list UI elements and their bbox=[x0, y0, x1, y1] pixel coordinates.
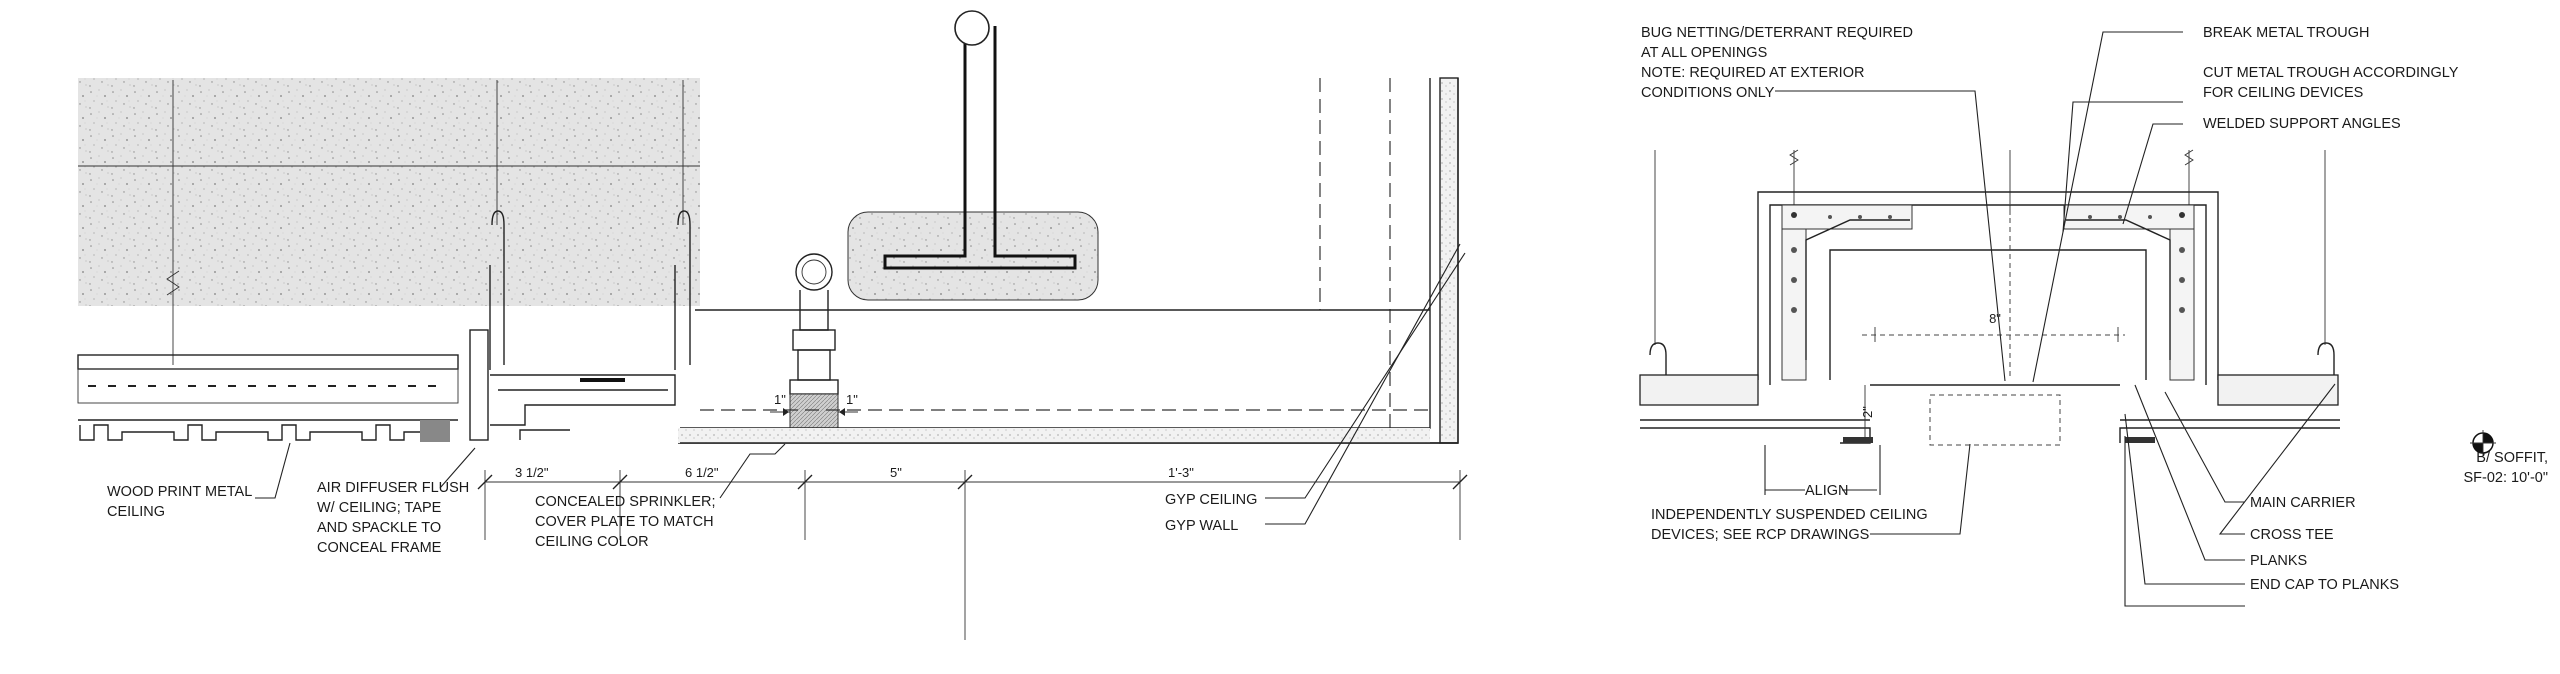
right-hanger-wires bbox=[1654, 149, 2326, 345]
label-main-carrier: MAIN CARRIER bbox=[2250, 495, 2356, 511]
dim-5-text: 5" bbox=[890, 465, 902, 480]
left-detail: 1" 1" 3 1/2" 6 1/2" 5" 1'-3" WOO bbox=[77, 10, 1468, 640]
section-marker bbox=[954, 10, 990, 46]
label-wood-print-1: WOOD PRINT METAL bbox=[107, 484, 252, 500]
label-cross-tee: CROSS TEE bbox=[2250, 527, 2334, 543]
gap-dimensions: 1" 1" bbox=[770, 392, 858, 416]
label-wood-print-2: CEILING bbox=[107, 504, 165, 520]
label-cut-metal-2: FOR CEILING DEVICES bbox=[2203, 85, 2363, 101]
label-independent-1: INDEPENDENTLY SUSPENDED CEILING bbox=[1651, 507, 1928, 523]
label-welded: WELDED SUPPORT ANGLES bbox=[2203, 116, 2401, 132]
dim-1-3-text: 1'-3" bbox=[1168, 465, 1194, 480]
soffit-marker bbox=[2470, 430, 2496, 456]
dim-6-5-text: 6 1/2" bbox=[685, 465, 719, 480]
label-gyp-ceiling: GYP CEILING bbox=[1165, 492, 1257, 508]
dimension-string: 3 1/2" 6 1/2" 5" 1'-3" bbox=[477, 465, 1468, 640]
label-align: ALIGN bbox=[1805, 483, 1849, 499]
label-bug-netting-1: BUG NETTING/DETERRANT REQUIRED bbox=[1641, 25, 1913, 41]
hanger-wires bbox=[166, 80, 684, 365]
label-bug-netting-4: CONDITIONS ONLY bbox=[1641, 85, 1775, 101]
wall-framing bbox=[678, 77, 1459, 444]
label-gyp-wall: GYP WALL bbox=[1165, 518, 1238, 534]
break-metal-trough bbox=[1757, 191, 2219, 385]
dim-2-text: 2" bbox=[1860, 406, 1875, 418]
label-independent-2: DEVICES; SEE RCP DRAWINGS bbox=[1651, 527, 1869, 543]
label-bug-netting-2: AT ALL OPENINGS bbox=[1641, 45, 1767, 61]
label-soffit-1: B/ SOFFIT, bbox=[2476, 450, 2548, 466]
label-planks: PLANKS bbox=[2250, 553, 2307, 569]
gap-left-text: 1" bbox=[774, 392, 786, 407]
label-cut-metal-1: CUT METAL TROUGH ACCORDINGLY bbox=[2203, 65, 2459, 81]
label-air-diffuser-4: CONCEAL FRAME bbox=[317, 540, 442, 556]
pipe-insulation bbox=[847, 211, 1099, 301]
label-sprinkler-3: CEILING COLOR bbox=[535, 534, 649, 550]
wood-print-metal-ceiling bbox=[77, 354, 459, 442]
right-labels: BUG NETTING/DETERRANT REQUIRED AT ALL OP… bbox=[1641, 25, 2548, 593]
label-bug-netting-3: NOTE: REQUIRED AT EXTERIOR bbox=[1641, 65, 1864, 81]
gap-right-text: 1" bbox=[846, 392, 858, 407]
label-sprinkler-1: CONCEALED SPRINKLER; bbox=[535, 494, 716, 510]
label-break-metal: BREAK METAL TROUGH bbox=[2203, 25, 2370, 41]
left-labels: WOOD PRINT METAL CEILING AIR DIFFUSER FL… bbox=[107, 480, 1257, 556]
label-air-diffuser-3: AND SPACKLE TO bbox=[317, 520, 441, 536]
sprinkler-assembly bbox=[744, 10, 1099, 443]
left-leaders bbox=[255, 243, 1466, 525]
label-sprinkler-2: COVER PLATE TO MATCH bbox=[535, 514, 714, 530]
label-soffit-2: SF-02: 10'-0" bbox=[2464, 470, 2548, 486]
air-diffuser bbox=[469, 329, 676, 441]
right-leaders bbox=[1764, 31, 2336, 607]
diffuser-hangers bbox=[489, 210, 691, 370]
label-air-diffuser-1: AIR DIFFUSER FLUSH bbox=[317, 480, 469, 496]
right-detail: 8" 2" B bbox=[1639, 25, 2548, 607]
ceiling-carriers: 8" 2" bbox=[1639, 311, 2340, 446]
label-air-diffuser-2: W/ CEILING; TAPE bbox=[317, 500, 442, 516]
concrete-slab bbox=[78, 78, 700, 306]
label-end-cap: END CAP TO PLANKS bbox=[2250, 577, 2399, 593]
dim-3-5-text: 3 1/2" bbox=[515, 465, 549, 480]
